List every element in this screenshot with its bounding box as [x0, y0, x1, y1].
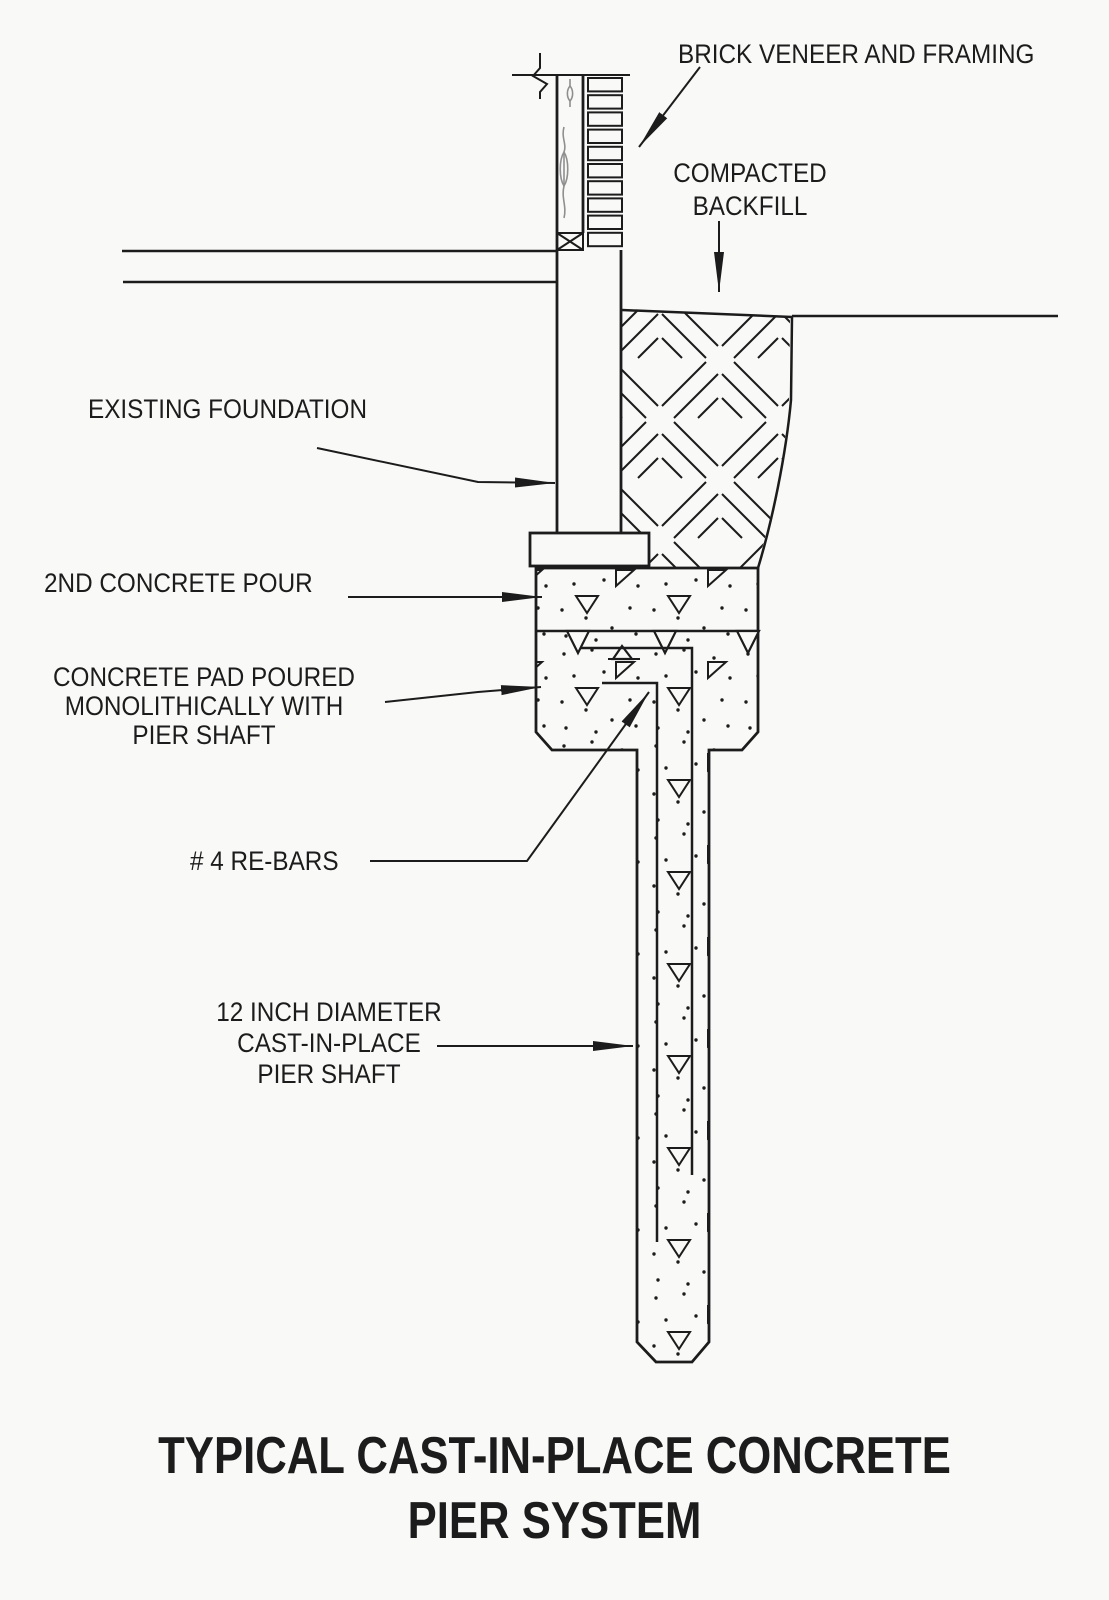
rebar-left: [602, 681, 659, 1242]
wall-assembly: [512, 53, 630, 533]
backfill-hatch: [622, 311, 790, 567]
label-second-concrete-pour: 2ND CONCRETE POUR: [44, 568, 313, 598]
compacted-backfill-area: [621, 308, 794, 569]
pour-pad-shaft-outline: [534, 566, 760, 1364]
existing-footing: [528, 531, 651, 568]
drawing-title: TYPICAL CAST-IN-PLACE CONCRETE PIER SYST…: [158, 1427, 951, 1550]
rebar-right: [580, 646, 694, 1175]
sill-plate-x-box: [556, 232, 584, 251]
label-compacted-backfill: COMPACTED BACKFILL: [673, 158, 827, 221]
rebar-lines: [580, 646, 694, 1242]
backfill-top-edge: [621, 308, 793, 319]
leader-brick-veneer: [638, 66, 701, 148]
wood-grain-marks: [559, 79, 574, 219]
label-existing-foundation: EXISTING FOUNDATION: [88, 394, 368, 424]
leader-lines: [316, 66, 724, 1051]
backfill-right-edge: [756, 316, 794, 569]
label-concrete-pad: CONCRETE PAD POURED MONOLITHICALLY WITH …: [52, 662, 355, 750]
grade-lines: [122, 249, 1058, 318]
label-brick-veneer: BRICK VENEER AND FRAMING: [678, 39, 1035, 69]
leader-existing-foundation: [316, 447, 556, 488]
leader-concrete-pad: [384, 685, 542, 703]
aggregate-triangles-at-joint: [565, 629, 761, 661]
concrete-pier-body: [534, 566, 761, 1364]
leader-rebars: [370, 691, 650, 862]
brick-veneer-courses: [587, 77, 623, 248]
break-symbol: [531, 53, 549, 99]
label-pier-shaft: 12 INCH DIAMETER CAST-IN-PLACE PIER SHAF…: [216, 997, 442, 1089]
label-rebars: # 4 RE-BARS: [190, 846, 339, 876]
